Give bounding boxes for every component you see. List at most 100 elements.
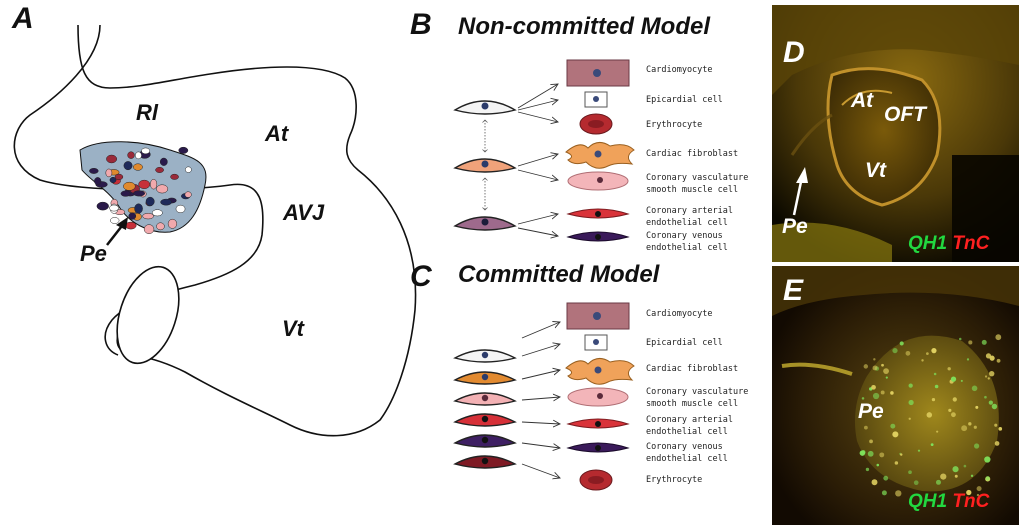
- panel-c-letter: C: [410, 260, 432, 293]
- fluorescent-speck: [908, 383, 913, 388]
- c-progenitor-orange: [453, 371, 517, 385]
- fluorescent-speck: [890, 423, 896, 429]
- panel-d-micrograph: [772, 5, 1019, 262]
- b-smooth-muscle: [567, 171, 629, 191]
- fluorescent-speck: [890, 391, 894, 395]
- heart-outline: [77, 24, 417, 437]
- fluorescent-speck: [873, 358, 876, 361]
- pe-cell: [114, 173, 124, 181]
- fluorescent-speck: [879, 452, 885, 458]
- c-label-fibroblast: Cardiac fibroblast: [646, 364, 739, 374]
- panel-d-letter: D: [783, 36, 805, 69]
- fluorescent-speck: [994, 423, 998, 427]
- fluorescent-speck: [935, 479, 941, 485]
- c-progenitor-red: [453, 413, 517, 427]
- fluorescent-speck: [987, 377, 990, 380]
- panel-e-micrograph: [772, 266, 1019, 525]
- lineage-diagram: [453, 59, 635, 491]
- d-label-pe: Pe: [782, 215, 808, 238]
- fluorescent-speck: [859, 450, 866, 456]
- pe-cell: [145, 196, 155, 207]
- fluorescent-speck: [867, 450, 874, 457]
- fluorescent-speck: [988, 400, 993, 405]
- fluorescent-speck: [948, 408, 952, 412]
- b-label-erythrocyte: Erythrocyte: [646, 120, 703, 130]
- d-label-vt: Vt: [865, 159, 886, 182]
- pe-cell: [127, 151, 135, 159]
- fluorescent-speck: [934, 384, 939, 389]
- fluorescent-speck: [908, 399, 914, 406]
- fluorescent-speck: [881, 363, 884, 367]
- d-stain-qh1: QH1: [908, 233, 948, 254]
- c-smooth-muscle: [567, 387, 629, 407]
- fluorescent-speck: [981, 339, 987, 345]
- c-progenitor-white: [453, 349, 517, 363]
- b-cardiomyocyte: [566, 59, 630, 87]
- pe-cell: [123, 161, 133, 171]
- pe-cell: [143, 224, 155, 234]
- fluorescent-speck: [936, 430, 939, 433]
- b-label-epicardial: Epicardial cell: [646, 95, 723, 105]
- pe-cell: [156, 222, 165, 231]
- fluorescent-speck: [954, 474, 958, 478]
- fluorescent-speck: [950, 412, 956, 418]
- fluorescent-speck: [864, 425, 868, 430]
- fluorescent-speck: [926, 412, 933, 418]
- fluorescent-speck: [985, 476, 991, 481]
- d-stain-tnc: TnC: [952, 233, 990, 254]
- c-label-smooth-muscle: Coronary vasculature smooth muscle cell: [646, 387, 749, 409]
- label-pe: Pe: [80, 241, 107, 266]
- pe-cell: [138, 179, 151, 189]
- pe-cell: [151, 209, 163, 217]
- pe-cell: [175, 204, 186, 214]
- fluorescent-speck: [947, 367, 951, 371]
- fluorescent-speck: [950, 376, 957, 382]
- fluorescent-speck: [984, 456, 991, 463]
- fluorescent-speck: [892, 347, 898, 354]
- b-arterial-endo: [566, 208, 630, 219]
- panel-e-letter: E: [783, 274, 804, 307]
- fluorescent-speck: [985, 353, 992, 359]
- fluorescent-speck: [973, 425, 977, 429]
- fluorescent-speck: [881, 490, 887, 496]
- b-venous-endo: [566, 231, 630, 242]
- label-rl: Rl: [136, 100, 158, 125]
- b-progenitor-white: [453, 100, 517, 115]
- fluorescent-speck: [974, 443, 980, 449]
- pe-cell: [128, 212, 137, 220]
- pe-cell: [134, 203, 143, 214]
- d-stain: QH1 TnC: [908, 234, 989, 253]
- pe-cell: [133, 163, 143, 171]
- pe-cell: [150, 178, 158, 190]
- c-progenitor-purple: [453, 434, 517, 448]
- c-progenitor-maroon: [453, 455, 517, 469]
- pe-cell: [167, 218, 178, 229]
- pe-cell: [110, 217, 120, 224]
- fluorescent-speck: [940, 473, 947, 480]
- pe-cell: [142, 213, 154, 220]
- fluorescent-speck: [991, 403, 998, 410]
- b-progenitor-orange: [453, 158, 517, 173]
- fluorescent-speck: [865, 467, 870, 472]
- fluorescent-speck: [885, 376, 888, 379]
- fluorescent-speck: [861, 397, 865, 400]
- fluorescent-speck: [966, 358, 970, 361]
- b-progenitor-purple: [453, 216, 517, 231]
- fluorescent-speck: [984, 375, 988, 378]
- b-fibroblast: [565, 142, 635, 169]
- fluorescent-speck: [995, 334, 1002, 341]
- panel-c-title: Committed Model: [458, 261, 660, 288]
- b-label-fibroblast: Cardiac fibroblast: [646, 149, 739, 159]
- pe-cell: [105, 168, 113, 178]
- fluorescent-speck: [926, 352, 929, 355]
- pe-cell: [109, 204, 119, 212]
- b-label-smooth-muscle: Coronary vasculature smooth muscle cell: [646, 173, 749, 195]
- fluorescent-speck: [931, 347, 937, 354]
- fluorescent-speck: [996, 358, 1001, 363]
- fluorescent-speck: [952, 466, 959, 473]
- e-stain-tnc: TnC: [952, 491, 990, 512]
- c-fibroblast: [565, 358, 635, 385]
- fluorescent-speck: [872, 392, 880, 400]
- pe-cell: [159, 157, 168, 166]
- panel-b-title: Non-committed Model: [458, 13, 710, 40]
